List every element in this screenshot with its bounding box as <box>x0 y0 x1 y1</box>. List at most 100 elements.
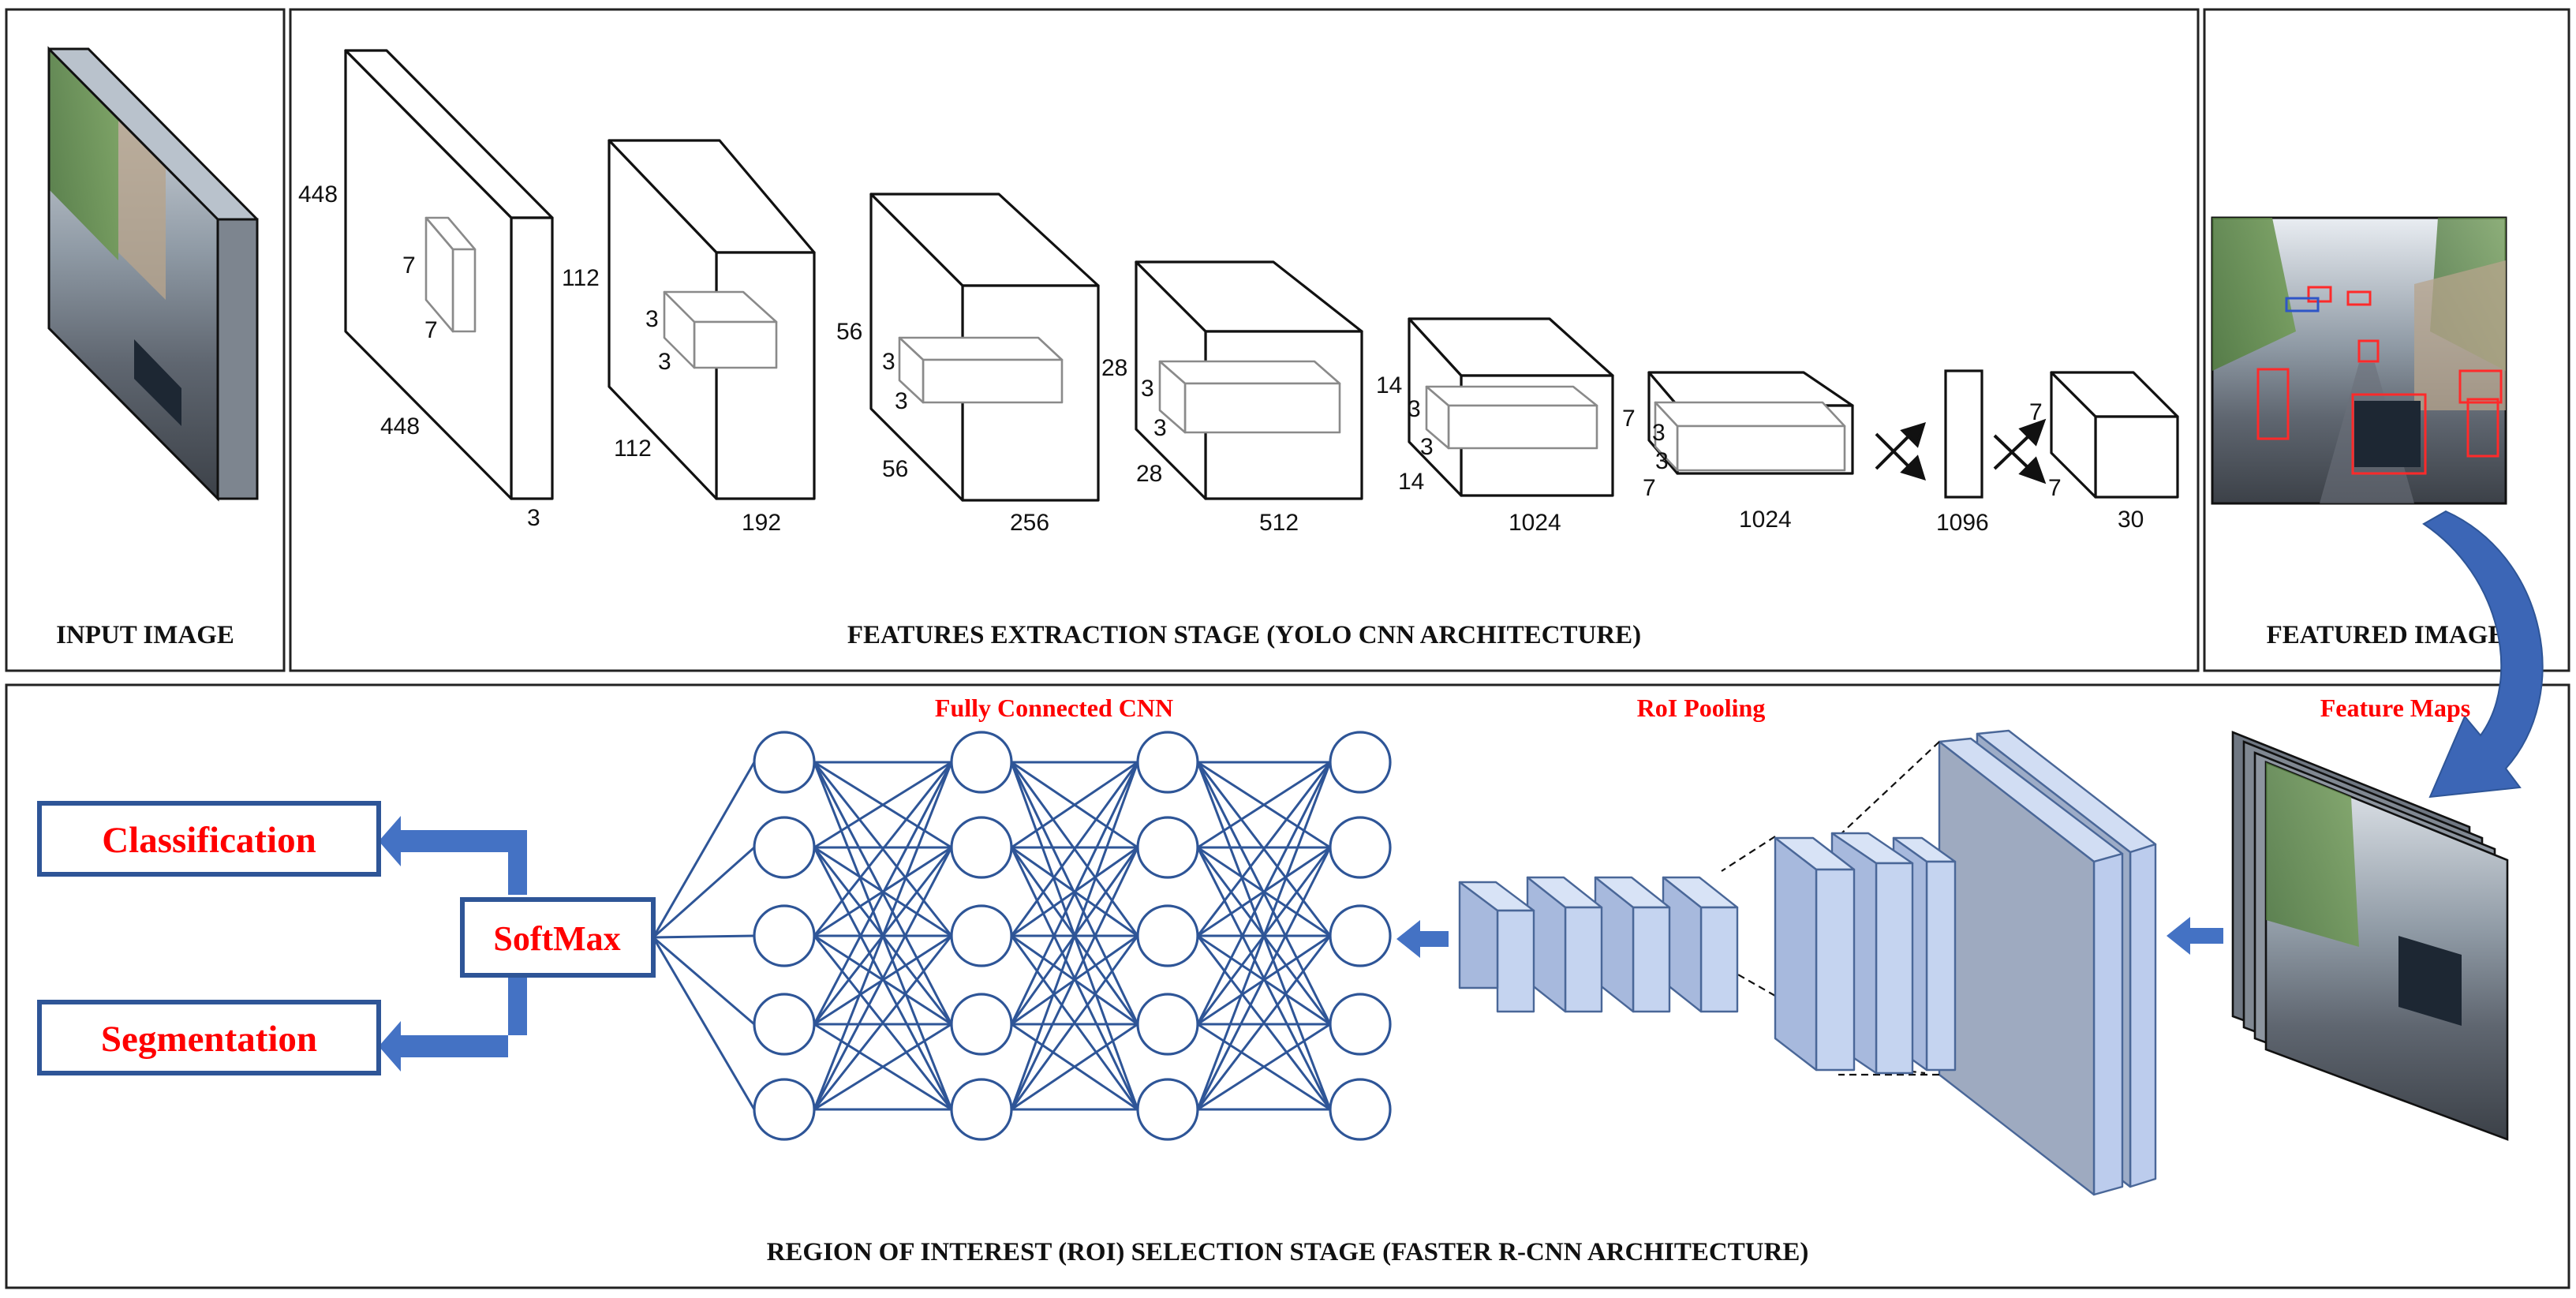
fc-node <box>1136 731 1199 794</box>
fc-node <box>753 816 816 879</box>
softmax-label: SoftMax <box>493 919 620 958</box>
layer2-depth: 192 <box>742 510 781 536</box>
layer3-kernel: 3 <box>882 349 895 375</box>
featured-image-caption: FEATURED IMAGE <box>2267 621 2506 649</box>
roi-selection-panel <box>5 683 2570 1289</box>
layer6-kernel: 3 <box>1652 420 1666 446</box>
layer3-width: 56 <box>882 456 908 482</box>
fc-link <box>813 935 953 1110</box>
fc-node <box>950 731 1013 794</box>
fc-link <box>1196 761 1332 1110</box>
layer1-kernel: 7 <box>402 252 416 279</box>
fc-link <box>1010 935 1139 1110</box>
feature-maps-stack <box>2231 731 2509 1141</box>
softmax-link <box>652 846 755 939</box>
layer2-width: 112 <box>614 436 652 462</box>
layer4-kernel-b: 3 <box>1153 415 1167 441</box>
fc-link <box>1010 847 1139 1110</box>
fc-node <box>753 1078 816 1141</box>
output-width: 7 <box>2048 475 2062 501</box>
fc-node <box>1329 731 1392 794</box>
fc-node <box>950 904 1013 967</box>
feature-maps-to-roi-arrow <box>2167 917 2223 955</box>
fc-link <box>1196 847 1332 1110</box>
fc-node <box>1136 993 1199 1056</box>
featured-to-feature-maps-arrow <box>2422 510 2544 799</box>
fc-node <box>950 1078 1013 1141</box>
layer5-kernel: 3 <box>1408 396 1421 422</box>
fc-layer-1096 <box>1944 369 1983 499</box>
layer1-width: 448 <box>380 413 420 440</box>
roi-to-fc-arrow <box>1396 920 1449 958</box>
softmax-links <box>652 761 756 1110</box>
fc-node <box>753 993 816 1056</box>
input-image-caption: INPUT IMAGE <box>56 621 234 649</box>
fc-node <box>753 731 816 794</box>
softmax-link <box>652 936 755 1026</box>
roi-medium-blocks <box>1774 832 1957 1075</box>
fc-layer-depth: 1096 <box>1936 510 1989 536</box>
fc-link <box>813 761 953 937</box>
layer4-height: 28 <box>1101 355 1127 381</box>
softmax-link <box>652 761 756 938</box>
kernel-5 <box>1425 385 1598 450</box>
fully-connected-label: Fully Connected CNN <box>935 694 1173 722</box>
input-street-image <box>47 46 259 502</box>
softmax-link <box>652 937 756 1110</box>
fc-node <box>1329 1078 1392 1141</box>
kernel-3 <box>898 336 1064 404</box>
fc-node <box>1329 993 1392 1056</box>
layer5-kernel-b: 3 <box>1420 434 1434 460</box>
layer4-width: 28 <box>1136 461 1162 487</box>
fc-link <box>813 761 952 849</box>
layer5-height: 14 <box>1376 372 1402 398</box>
layer1-height: 448 <box>298 181 338 208</box>
layer6-width: 7 <box>1643 475 1656 501</box>
kernel-6 <box>1654 401 1846 472</box>
fc-link <box>813 761 953 1025</box>
output-layer-7x7x30 <box>2050 371 2179 499</box>
fc-link <box>1010 761 1139 1025</box>
roi-small-blocks <box>1458 876 1739 1013</box>
fc-link <box>1196 761 1332 1025</box>
fc-node <box>950 816 1013 879</box>
fc-link <box>813 1023 952 1111</box>
fc-link <box>1010 761 1139 937</box>
layer2-kernel-b: 3 <box>658 349 671 375</box>
layer6-depth: 1024 <box>1739 507 1792 533</box>
layer5-depth: 1024 <box>1509 510 1561 536</box>
full-connection-arrows-1 <box>1875 421 1927 481</box>
kernel-2 <box>663 290 778 369</box>
layer1-kernel-b: 7 <box>424 317 438 343</box>
layer4-depth: 512 <box>1259 510 1299 536</box>
softmax-box <box>460 897 656 978</box>
fc-network-links <box>813 761 1332 1111</box>
fc-network-nodes <box>753 731 1392 1141</box>
layer1-depth: 3 <box>527 505 540 531</box>
layer3-height: 56 <box>836 319 862 345</box>
softmax-output-connectors <box>379 816 527 1072</box>
fc-link <box>1010 761 1139 1110</box>
fc-node <box>1329 904 1392 967</box>
fc-link <box>813 761 953 1110</box>
fc-node <box>753 904 816 967</box>
fc-link <box>1011 1023 1138 1111</box>
fc-node <box>1329 816 1392 879</box>
fc-link <box>1196 761 1332 937</box>
output-height: 7 <box>2029 399 2043 425</box>
fc-node <box>950 993 1013 1056</box>
roi-pooling-label: RoI Pooling <box>1637 694 1766 722</box>
softmax-link <box>652 934 755 939</box>
fc-node <box>1136 904 1199 967</box>
layer6-kernel-b: 3 <box>1655 448 1669 474</box>
fc-link <box>1197 1023 1331 1111</box>
segmentation-label: Segmentation <box>101 1019 317 1060</box>
fc-link <box>1011 761 1138 849</box>
output-depth: 30 <box>2118 507 2144 533</box>
detection-boxes <box>2256 286 2503 475</box>
fc-node <box>1136 816 1199 879</box>
kernel-4 <box>1158 360 1341 434</box>
kernel-1 <box>424 216 477 333</box>
segmentation-box <box>37 1000 381 1075</box>
